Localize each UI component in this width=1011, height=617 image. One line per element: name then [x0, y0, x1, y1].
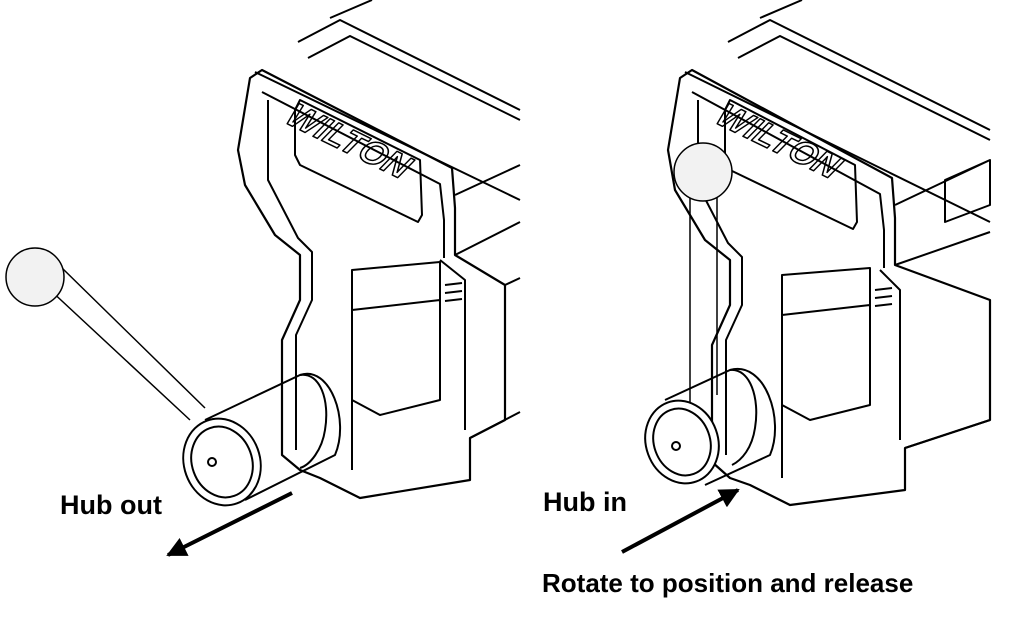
hub-in-label: Hub in	[543, 487, 627, 517]
knob-left	[5, 247, 65, 307]
knob-right	[673, 142, 733, 202]
logo-badge-left	[294, 99, 423, 223]
hub-face-right	[644, 399, 720, 485]
handle-left	[47, 267, 206, 421]
rail-left	[254, 0, 521, 201]
body-right	[666, 68, 992, 507]
hub-pin-right	[671, 441, 681, 451]
hub-out-label: Hub out	[60, 490, 162, 520]
vise-right: WILTON	[644, 0, 992, 507]
hub-face-left	[182, 417, 262, 507]
rail-right	[684, 0, 991, 223]
front-block-left	[351, 261, 441, 470]
ridges-left	[444, 282, 463, 302]
jaw-right	[879, 159, 991, 449]
rotate-instruction-label: Rotate to position and release	[542, 568, 914, 598]
front-block-right	[781, 267, 871, 478]
handle-right	[689, 195, 718, 402]
ridges-right	[874, 287, 893, 307]
arrow-out	[166, 491, 293, 557]
arrow-in	[621, 488, 740, 554]
vise-left: WILTON	[47, 0, 521, 507]
body-inner-left	[261, 91, 445, 450]
jaw-left	[439, 164, 521, 439]
body-left	[236, 68, 507, 500]
hub-pin-left	[207, 457, 217, 467]
